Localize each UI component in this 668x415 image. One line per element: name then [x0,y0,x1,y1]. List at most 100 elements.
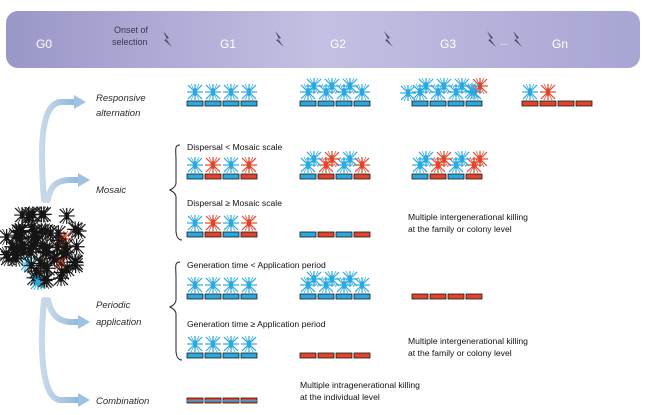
arrow-to-periodic [45,297,83,325]
insect-icon [453,150,471,168]
insect-icon [471,150,489,168]
pesticide-bar [222,173,240,180]
strategy-label-mosaic: Mosaic [96,185,126,196]
pesticide-bar [557,100,575,107]
insect-icon [323,270,341,288]
pesticide-bar [186,293,204,300]
insect-icon [240,276,258,294]
pesticide-bar [299,352,317,359]
insect-icon [305,77,323,95]
pesticide-bar [353,352,371,359]
pesticide-bar [299,231,317,238]
strategy-label-periodic-line2: application [96,317,141,328]
strategy-label-periodic-line1: Periodic [96,300,131,311]
pesticide-bar-stripe [223,400,239,402]
insect-icon [204,335,222,353]
pesticide-bar [575,100,593,107]
pesticide-bar [204,173,222,180]
pesticide-bar [335,293,353,300]
insect-icon [417,150,435,168]
arrowhead [74,95,86,109]
pesticide-bar [204,100,222,107]
generation-timeline-band [6,11,640,68]
pesticide-bar [186,352,204,359]
insect-icon [204,276,222,294]
pesticide-bar [317,100,335,107]
insect-icon [204,156,222,174]
insect-icon [55,245,73,263]
pesticide-bar [186,100,204,107]
pesticide-bar [353,293,371,300]
pesticide-bar [353,173,371,180]
pesticide-bar [299,293,317,300]
pesticide-bar [240,100,258,107]
generation-label-gn: Gn [552,37,568,51]
pesticide-bar [222,352,240,359]
insect-icon [36,256,54,275]
insect-icon [323,150,341,168]
pesticide-bar [429,173,447,180]
pesticide-bar [447,100,465,107]
generation-label-g0: G0 [36,37,52,51]
pesticide-bar [240,293,258,300]
insect-icon [240,83,258,101]
condition-mosaic-small: Dispersal < Mosaic scale [187,142,283,152]
pesticide-bar [335,173,353,180]
note-mosaic-line2: at the family or colony level [408,224,512,234]
note-periodic-line2: at the family or colony level [408,348,512,358]
insect-icon [399,84,417,102]
insect-icon [305,270,323,288]
arrow-to-combination [38,297,83,403]
insect-icon [222,156,240,174]
pesticide-bar [186,231,204,238]
condition-periodic-short: Generation time < Application period [187,260,326,270]
pesticide-bar-stripe [205,400,221,402]
strategy-label-responsive-line2: alternation [96,108,140,119]
pesticide-bar [353,231,371,238]
pesticide-bar [335,231,353,238]
insect-icon [186,83,204,101]
generation-label-g1: G1 [220,37,236,51]
strategy-arrows [38,99,83,403]
onset-label-line2: selection [112,37,148,47]
pesticide-bar [353,100,371,107]
pesticide-bar [317,173,335,180]
insect-icon [222,83,240,101]
insect-icon [341,270,359,288]
condition-mosaic-large: Dispersal ≥ Mosaic scale [187,198,282,208]
insect-icon [37,270,56,288]
pesticide-bar [411,173,429,180]
insect-icon [68,238,86,256]
insect-icon [22,243,40,261]
pesticide-bar [539,100,557,107]
arrowhead [78,173,90,187]
pesticide-bar [465,100,483,107]
insect-icon [240,156,258,174]
pesticide-bar [521,100,539,107]
insect-icon [204,214,222,232]
insect-icon [66,220,84,238]
ellipsis-label: ... [500,37,508,48]
insect-icon [435,77,453,95]
arrowhead [78,315,90,329]
pesticide-bar [411,100,429,107]
arrowhead [78,393,90,407]
pesticide-bar [411,293,429,300]
pesticide-bar [465,293,483,300]
pesticide-bar [465,173,483,180]
periodic-brace [168,261,183,361]
insect-icon [7,239,26,257]
pesticide-bar [447,293,465,300]
pesticide-bar [240,173,258,180]
insect-icon [305,150,323,168]
pesticide-bar [240,352,258,359]
pesticide-bar [186,173,204,180]
note-periodic-line1: Multiple intergenerational killing [408,336,528,346]
insect-icon [186,335,204,353]
insect-icon [222,335,240,353]
insect-icon [323,77,341,95]
strategy-label-combination: Combination [96,396,149,407]
insect-icon [435,150,453,168]
